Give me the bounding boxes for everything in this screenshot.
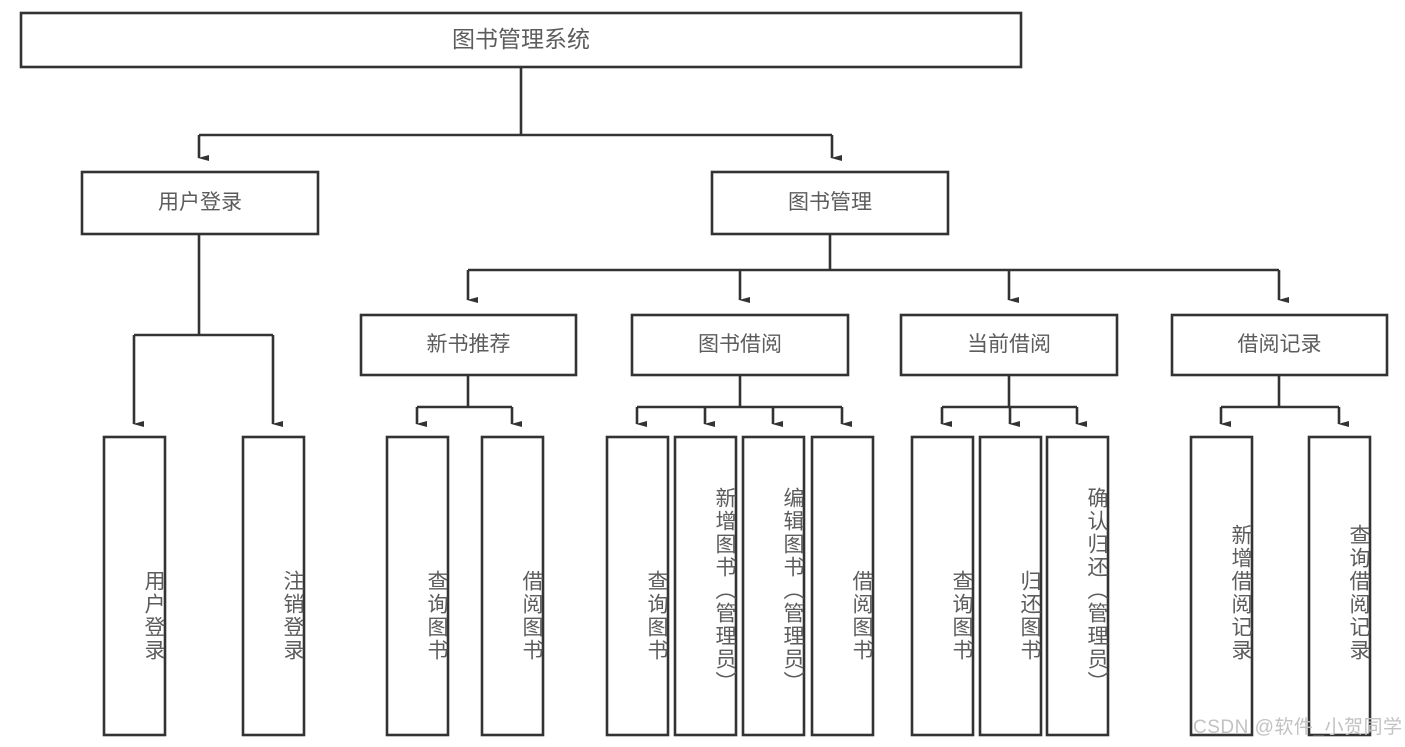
node-borrow-record[interactable] (1170, 313, 1389, 377)
leaf-box-current-confirm[interactable] (1045, 435, 1110, 737)
node-root-system[interactable] (19, 11, 1023, 69)
leaf-box-current-return[interactable] (978, 435, 1043, 737)
leaf-box-borrow-edit[interactable] (741, 435, 806, 737)
watermark-csdn: CSDN @软件_小贺同学 (1193, 717, 1403, 738)
leaf-box-current-query[interactable] (910, 435, 975, 737)
node-book-management[interactable] (710, 170, 950, 236)
node-current-borrow[interactable] (899, 313, 1119, 377)
leaf-box-borrow-add[interactable] (673, 435, 738, 737)
node-new-book-recommend[interactable] (359, 313, 578, 377)
leaf-box-user-login[interactable] (102, 435, 167, 737)
node-book-borrow[interactable] (630, 313, 850, 377)
node-user-login[interactable] (80, 170, 320, 236)
leaf-box-newbook-query[interactable] (385, 435, 450, 737)
leaf-box-record-add[interactable] (1189, 435, 1254, 737)
leaf-box-borrow-lend[interactable] (810, 435, 875, 737)
leaf-box-newbook-borrow[interactable] (480, 435, 545, 737)
leaf-box-borrow-query[interactable] (605, 435, 670, 737)
leaf-box-logout[interactable] (241, 435, 306, 737)
leaf-box-record-query[interactable] (1307, 435, 1372, 737)
